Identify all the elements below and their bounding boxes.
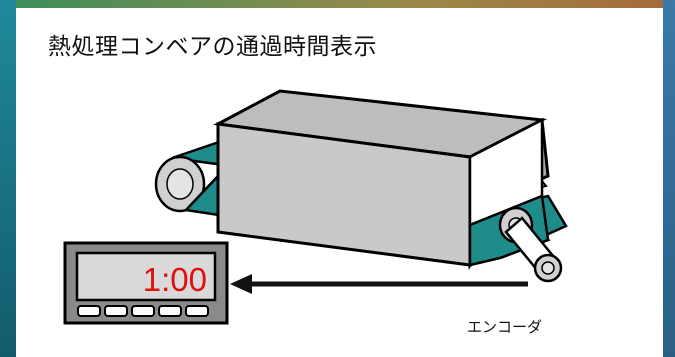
timer-display-buttons (77, 305, 209, 317)
encoder-hub (541, 261, 555, 275)
background-right-edge (663, 0, 675, 357)
timer-button-1[interactable] (77, 305, 101, 317)
timer-display-time: 1:00 (143, 261, 207, 298)
left-roller-hub (166, 168, 194, 200)
background-top-edge (0, 0, 675, 8)
timer-button-4[interactable] (158, 305, 182, 317)
encoder-label: エンコーダ (467, 318, 543, 336)
timer-button-3[interactable] (131, 305, 155, 317)
signal-arrow-head (230, 274, 252, 294)
timer-button-5[interactable] (185, 305, 209, 317)
timer-button-2[interactable] (104, 305, 128, 317)
timer-display-screen (75, 251, 217, 302)
background-left-edge (0, 0, 16, 357)
page-title: 熱処理コンベアの通過時間表示 (48, 34, 377, 60)
